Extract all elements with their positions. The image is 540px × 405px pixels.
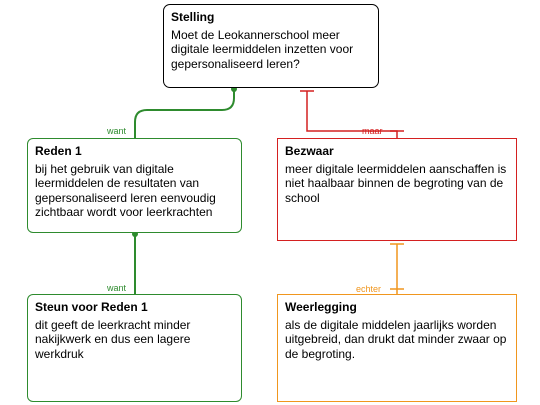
link-label-echter: echter <box>356 284 382 294</box>
link-label-want: want <box>107 283 127 293</box>
node-title: Reden 1 <box>35 144 82 158</box>
connector-bezwaar-stelling <box>306 91 398 138</box>
link-label-maar: maar <box>362 126 383 136</box>
node-weerlegging[interactable]: Weerlegging als de digitale middelen jaa… <box>277 294 517 402</box>
node-steun-voor-reden-1[interactable]: Steun voor Reden 1 dit geeft de leerkrac… <box>27 294 242 402</box>
node-title: Stelling <box>171 10 215 24</box>
node-title: Weerlegging <box>285 300 357 314</box>
node-bezwaar[interactable]: Bezwaar meer digitale leermiddelen aansc… <box>277 138 517 241</box>
connector-reden1-stelling <box>134 88 235 138</box>
node-text: bij het gebruik van digitale leermiddele… <box>35 161 216 220</box>
node-title: Bezwaar <box>285 144 334 158</box>
node-text: dit geeft de leerkracht minder nakijkwer… <box>35 317 191 361</box>
node-reden-1[interactable]: Reden 1 bij het gebruik van digitale lee… <box>27 138 242 233</box>
link-label-want: want <box>107 126 127 136</box>
node-text: Moet de Leokannerschool meer digitale le… <box>171 27 354 71</box>
node-stelling[interactable]: Stelling Moet de Leokannerschool meer di… <box>163 4 379 88</box>
node-text: meer digitale leermiddelen aanschaffen i… <box>285 161 507 205</box>
node-text: als de digitale middelen jaarlijks worde… <box>285 317 507 361</box>
node-title: Steun voor Reden 1 <box>35 300 148 314</box>
